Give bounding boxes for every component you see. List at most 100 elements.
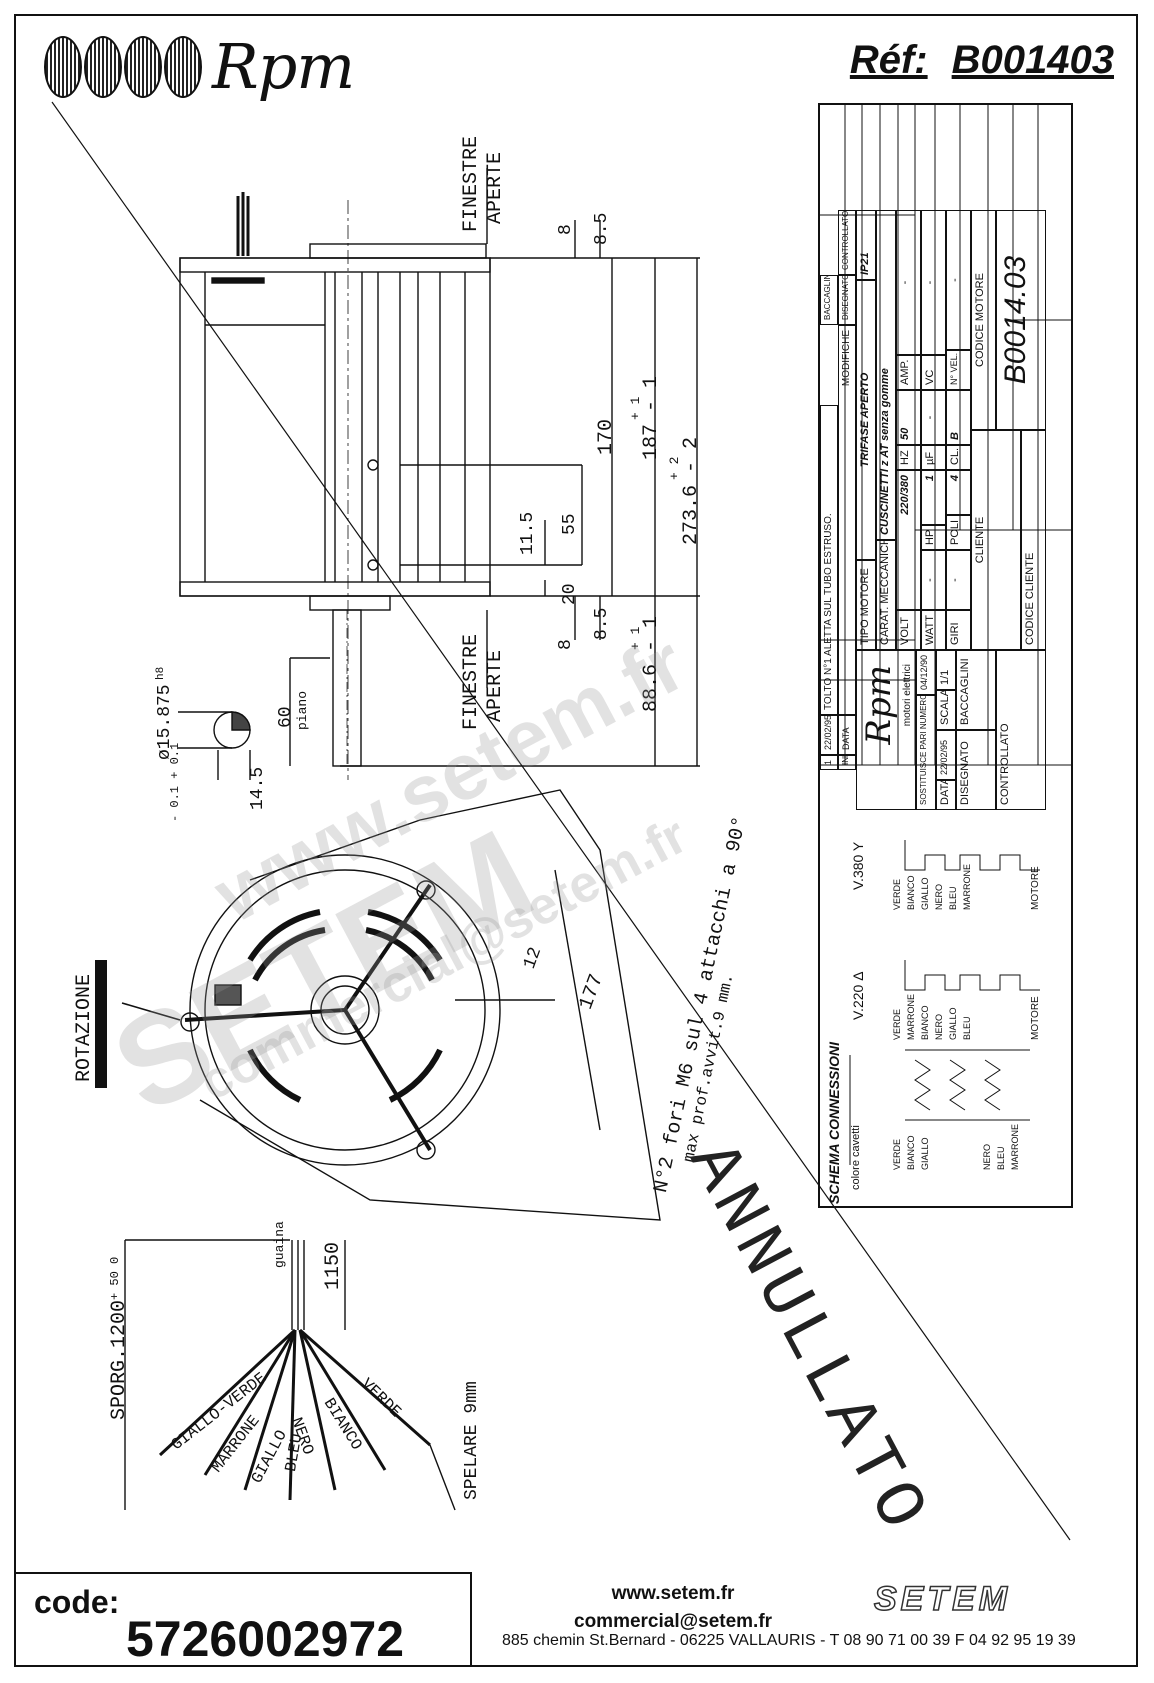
- tb-uf-label: µF: [921, 445, 946, 470]
- dim-1150: 1150: [322, 1241, 345, 1290]
- schema-colore-cavetti: colore cavetti: [850, 1125, 862, 1190]
- tb-rev-ind: 1: [820, 755, 838, 770]
- label-aperte-top: APERTE: [484, 151, 507, 224]
- tb-rev-modifiche: TOLTO N°1 ALETTA SUL TUBO ESTRUSO.: [820, 405, 838, 715]
- ref-label: Réf:: [849, 38, 928, 82]
- dim-187: 187 - 1: [640, 375, 663, 460]
- tb-hp-label: HP: [921, 525, 946, 550]
- reference: Réf: B001403: [850, 38, 1114, 83]
- tb-amp-label: AMP.: [896, 355, 921, 390]
- dim-14-5-tol: - 0.1 + 0.1: [168, 742, 182, 822]
- email-link[interactable]: commercial@setem.fr: [574, 1611, 773, 1632]
- dim-11-5: 11.5: [518, 511, 538, 555]
- schema-motore-380: MOTORE: [1030, 866, 1041, 910]
- footer: code: 5726002972 www.setem.fr commercial…: [14, 1572, 1138, 1667]
- code-box: code: 5726002972: [16, 1572, 472, 1667]
- dim-14-5: 14.5: [248, 766, 268, 810]
- dim-sporg: SPORG.1200: [108, 1299, 131, 1420]
- logo-text: Rpm: [212, 30, 355, 103]
- tb-sostituisce-value: 04/12/90: [916, 650, 936, 695]
- tb-col-controllato: CONTROLLATO: [838, 210, 856, 275]
- rpm-logo: Rpm: [44, 30, 355, 103]
- tb-cliente-label: CLIENTE: [971, 430, 1021, 650]
- schema-title: SCHEMA CONNESSIONI: [826, 1041, 842, 1204]
- dim-shaft-tol: h8: [155, 666, 167, 680]
- label-rotazione: ROTAZIONE: [73, 973, 96, 1082]
- ref-value: B001403: [951, 38, 1114, 82]
- tb-protection: IP21: [856, 210, 876, 280]
- dim-20: 20: [560, 583, 580, 605]
- tb-baccaglini: BACCAGLINI: [820, 275, 838, 325]
- dim-55: 55: [560, 513, 580, 535]
- tb-cl-value: B: [946, 390, 971, 445]
- coil-logo-icon: [44, 35, 202, 98]
- tb-company-sub: motori elettrici: [902, 664, 913, 727]
- title-block-content: 1 22/02/95 TOLTO N°1 ALETTA SUL TUBO EST…: [820, 105, 1075, 1210]
- tb-data-label: DATA: [936, 780, 956, 810]
- dim-60: 60: [276, 706, 296, 728]
- dim-sporg-tol: + 50 0: [108, 1256, 122, 1300]
- contact-block: www.setem.fr commercial@setem.fr: [574, 1580, 772, 1636]
- website-link[interactable]: www.setem.fr: [611, 1583, 735, 1604]
- drawing-sheet: [14, 14, 1138, 1667]
- tb-scala-label: SCALA: [936, 690, 956, 730]
- tb-scala-value: 1/1: [936, 650, 956, 690]
- tb-poli-value: 4: [946, 470, 971, 515]
- label-finestre-top: FINESTRE: [460, 135, 483, 232]
- tb-codice-cliente-label: CODICE CLIENTE: [1021, 430, 1046, 650]
- title-block: 1 22/02/95 TOLTO N°1 ALETTA SUL TUBO EST…: [818, 103, 1073, 1208]
- dim-8-top: 8: [556, 224, 576, 235]
- schema-v380: V.380 Y: [850, 841, 866, 890]
- tb-watt-value: -: [921, 550, 946, 610]
- dim-8-bottom: 8: [556, 639, 576, 650]
- tb-col-modifiche: MODIFICHE: [838, 325, 856, 715]
- tb-controllato-label: CONTROLLATO: [996, 650, 1046, 810]
- tb-col-disegnato: DISEGNATO: [838, 275, 856, 325]
- label-spelare: SPELARE 9mm: [462, 1381, 482, 1500]
- tb-giri-label: GIRI: [946, 610, 971, 650]
- tb-watt-label: WATT: [921, 610, 946, 650]
- code-value: 5726002972: [126, 1611, 405, 1667]
- tb-uf-value: -: [921, 390, 946, 445]
- cable-bundle: [124, 1239, 456, 1511]
- tb-carat-value: CUSCINETTI z AT senza gomme: [876, 210, 896, 540]
- label-guaina: guaina: [272, 1221, 287, 1268]
- setem-brand-logo: SETEM: [873, 1579, 1012, 1619]
- tb-codice-motore-value: B0014.03: [996, 210, 1046, 430]
- tb-amp-value: -: [896, 210, 921, 355]
- tb-nvel-value: -: [946, 210, 971, 350]
- tb-hz-value: 50: [896, 390, 921, 445]
- schema-v220: V.220 Δ: [850, 971, 866, 1020]
- tb-disegnato-value: BACCAGLINI: [956, 650, 996, 730]
- code-label: code:: [34, 1584, 120, 1620]
- tb-col-data: DATA: [838, 715, 856, 755]
- dim-170: 170: [595, 418, 618, 455]
- tb-hz-label: HZ: [896, 445, 921, 470]
- tb-sostituisce-label: SOSTITUISCE PARI NUMERO DEL: [916, 695, 936, 810]
- dim-8-5-bottom: 8.5: [592, 607, 612, 640]
- dim-8-5-top: 8.5: [592, 212, 612, 245]
- tb-volt-value: 220/380: [896, 470, 921, 610]
- tb-tipo-motore-label: TIPO MOTORE: [856, 560, 876, 650]
- tb-nvel-label: N° VEL.: [946, 350, 971, 390]
- cancel-line: [51, 101, 1071, 1541]
- label-piano: piano: [295, 690, 310, 730]
- tb-vc-value: -: [921, 210, 946, 355]
- tb-giri-value: -: [946, 550, 971, 610]
- dim-273-6: 273.6 - 2: [680, 436, 703, 545]
- tb-carat-label: CARAT. MECCANICHE: [876, 540, 896, 650]
- tb-col-ind: IND: [838, 755, 856, 770]
- tb-codice-motore-label: CODICE MOTORE: [971, 210, 996, 430]
- tb-disegnato-label: DISEGNATO: [956, 730, 996, 810]
- schema-motore-220: MOTORE: [1030, 996, 1041, 1040]
- tb-rev-data: 22/02/95: [820, 715, 838, 755]
- tb-hp-value: 1: [921, 470, 946, 525]
- tb-volt-label: VOLT: [896, 610, 921, 650]
- tb-cl-label: CL.: [946, 445, 971, 470]
- address: 885 chemin St.Bernard - 06225 VALLAURIS …: [502, 1632, 1076, 1649]
